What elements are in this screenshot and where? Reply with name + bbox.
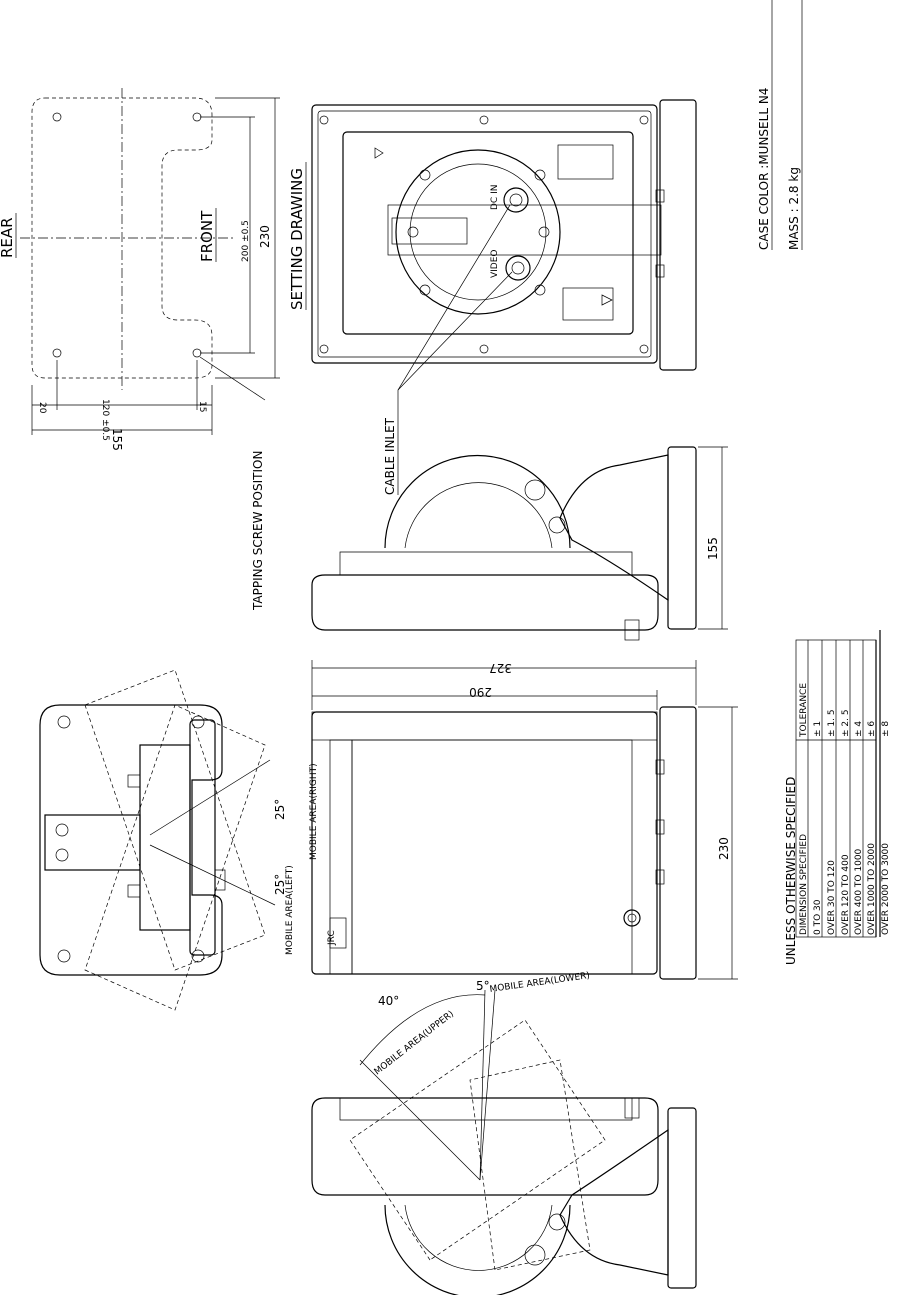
tol-row-0-range: 0 TO 30 (813, 899, 823, 935)
tilt-view (311, 989, 697, 1295)
tol-header-tolerance: TOLERANCE (799, 683, 809, 738)
tilt-yoke (384, 1204, 571, 1295)
tolerance-table: UNLESS OTHERWISE SPECIFIED DIMENSION SPE… (784, 630, 891, 965)
tilt-bezel (311, 1097, 659, 1196)
mobile-area-right-label: MOBILE AREA(RIGHT) (309, 763, 319, 860)
front-bezel (311, 711, 658, 975)
tol-row-5-tol: ± 8 (881, 721, 891, 737)
rear-mount-ring (395, 149, 561, 315)
dim-15: 15 (197, 401, 207, 412)
mobile-area-upper-label: MOBILE AREA(UPPER) (373, 1009, 456, 1077)
dim-200: 200 ±0.5 (241, 220, 251, 262)
dc-in-connector (503, 187, 529, 213)
front-screen (351, 739, 633, 975)
front-base (659, 706, 697, 980)
tol-row-2-range: OVER 120 TO 400 (841, 854, 851, 935)
tol-row-5-range: OVER 2000 TO 3000 (881, 843, 891, 935)
rear-panel-outer (311, 104, 658, 364)
top-base (39, 704, 223, 976)
dim-155-b: 155 (706, 537, 720, 560)
rear-panel-inner (342, 131, 634, 335)
jrc-logo (329, 917, 347, 949)
tol-row-0-tol: ± 1 (813, 721, 823, 737)
screw-hole (192, 112, 202, 122)
tapping-screw-label: TAPPING SCREW POSITION (251, 451, 265, 611)
dim-155-a: 155 (110, 428, 124, 451)
screw-hole (192, 348, 202, 358)
dim-327: 327 (489, 661, 512, 675)
tol-row-2-tol: ± 2. 5 (841, 709, 851, 737)
angle-left: 25° (273, 874, 287, 895)
dim-290: 290 (469, 685, 492, 699)
video-label: VIDEO (490, 249, 500, 278)
tapping-template (20, 88, 280, 435)
top-view (39, 669, 276, 1011)
tolerance-title: UNLESS OTHERWISE SPECIFIED (784, 777, 798, 965)
top-bracket (44, 814, 141, 871)
video-connector (505, 255, 531, 281)
side-connector (624, 619, 640, 641)
front-label: FRONT (198, 210, 216, 262)
tilt-upper-ghost (349, 1019, 606, 1261)
cable-inlet-label: CABLE INLET (383, 417, 397, 495)
tol-row-4-tol: ± 6 (867, 721, 877, 737)
screw-hole (52, 112, 62, 122)
side-view (311, 446, 728, 641)
tol-row-3-range: OVER 400 TO 1000 (854, 848, 864, 935)
tilt-lower-ghost (469, 1059, 591, 1271)
dc-in-label: DC IN (490, 185, 500, 210)
side-arm (559, 454, 669, 602)
front-knob (623, 909, 641, 927)
front-top-strip (311, 711, 658, 741)
mobile-area-left-label: MOBILE AREA(LEFT) (285, 865, 295, 955)
tol-row-1-tol: ± 1. 5 (827, 709, 837, 737)
dim-230-b: 230 (717, 837, 731, 860)
dim-20: 20 (37, 402, 47, 414)
tol-header-dimension: DIMENSION SPECIFIED (799, 834, 809, 935)
dim-230-a: 230 (258, 225, 272, 248)
mass: MASS : 2.8 kg (787, 167, 801, 250)
angle-lower: 5° (476, 979, 490, 993)
rear-view (311, 99, 697, 371)
jrc-label: JRC (327, 930, 337, 946)
front-view (311, 660, 738, 980)
rear-label: REAR (0, 217, 16, 258)
top-display-body (139, 744, 191, 931)
screw-hole (52, 348, 62, 358)
side-bezel (311, 574, 659, 631)
rear-base-plate (659, 99, 697, 371)
rear-bracket-arm (387, 204, 662, 256)
angle-upper: 40° (378, 994, 399, 1008)
dim-120: 120 ±0.5 (100, 399, 110, 441)
setting-drawing-title: SETTING DRAWING (288, 168, 306, 310)
side-base (667, 446, 697, 630)
tol-row-1-range: OVER 30 TO 120 (827, 860, 837, 935)
tol-row-3-tol: ± 4 (854, 721, 864, 737)
template-outline (31, 97, 213, 379)
angle-right: 25° (273, 799, 287, 820)
side-yoke (384, 454, 571, 549)
tol-row-4-range: OVER 1000 TO 2000 (867, 843, 877, 935)
tilt-base (667, 1107, 697, 1289)
case-color: CASE COLOR :MUNSELL N4 (757, 88, 771, 250)
